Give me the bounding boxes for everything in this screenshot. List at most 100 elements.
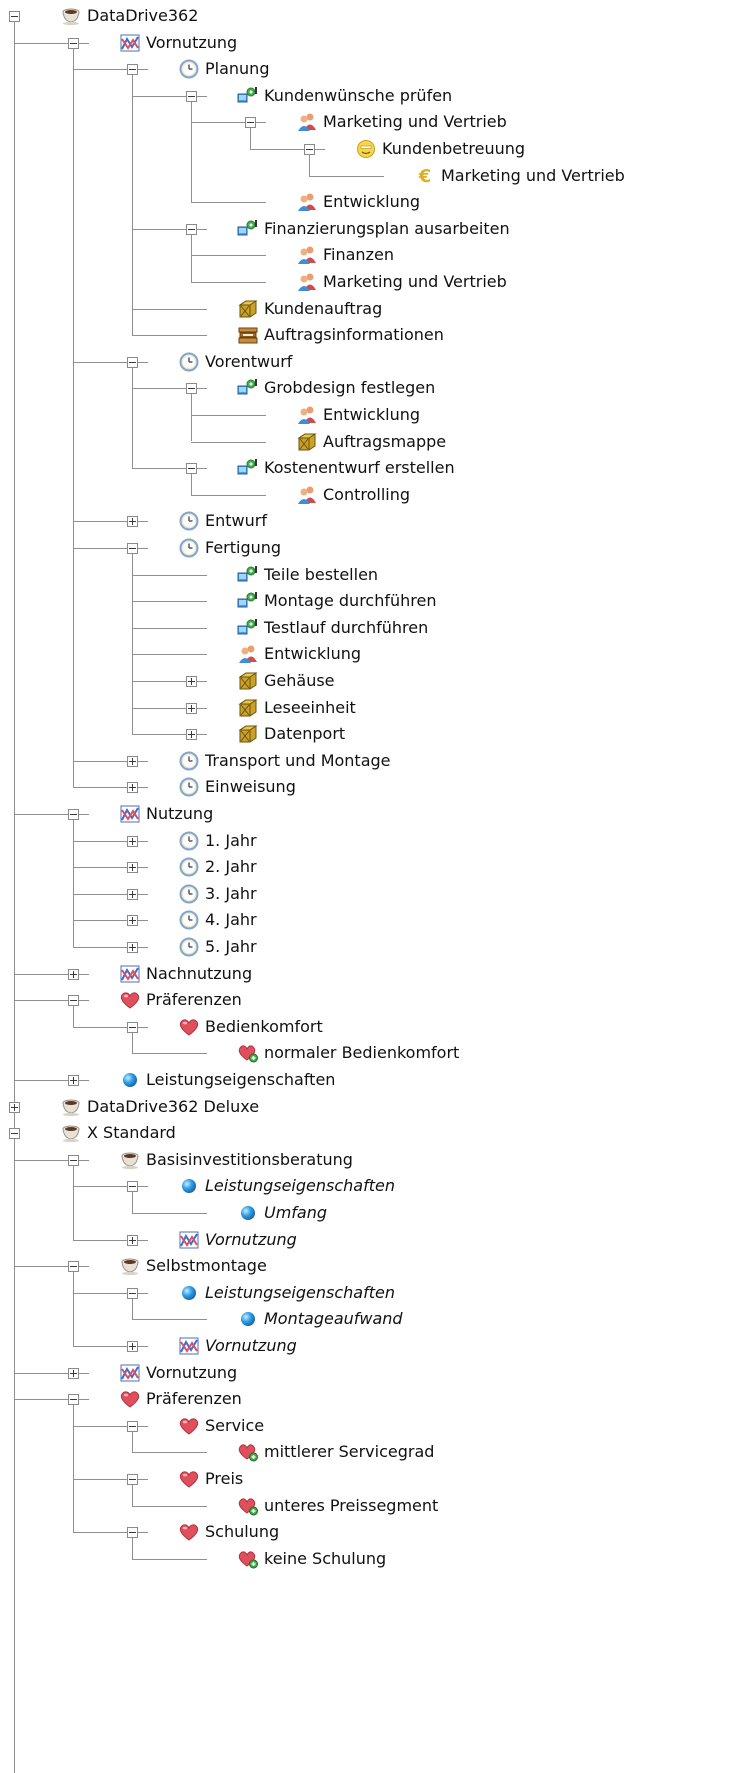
tree-node[interactable]: unteres Preissegment: [0, 1493, 731, 1519]
tree-node[interactable]: normaler Bedienkomfort: [0, 1040, 731, 1066]
tree-node[interactable]: Entwicklung: [0, 402, 731, 428]
expand-toggle[interactable]: [127, 782, 138, 794]
expand-toggle[interactable]: [186, 729, 197, 741]
collapse-toggle[interactable]: [68, 1394, 79, 1406]
tree-node[interactable]: 5. Jahr: [0, 934, 731, 960]
tree-node[interactable]: Planung: [0, 56, 731, 82]
collapse-toggle[interactable]: [127, 1021, 138, 1033]
tree-node[interactable]: Datenport: [0, 721, 731, 747]
tree-node[interactable]: Nutzung: [0, 801, 731, 827]
expand-toggle[interactable]: [127, 835, 138, 847]
tree-node[interactable]: Testlauf durchführen: [0, 615, 731, 641]
expand-toggle[interactable]: [9, 1101, 20, 1113]
tree-node[interactable]: Kundenbetreuung: [0, 136, 731, 162]
tree-node[interactable]: Kostenentwurf erstellen: [0, 455, 731, 481]
expand-toggle[interactable]: [186, 676, 197, 687]
tree-node[interactable]: Nachnutzung: [0, 961, 731, 987]
collapse-toggle[interactable]: [68, 995, 79, 1007]
expand-toggle[interactable]: [127, 755, 138, 767]
tree-node[interactable]: Controlling: [0, 482, 731, 508]
expand-toggle[interactable]: [127, 516, 138, 528]
tree-node[interactable]: Teile bestellen: [0, 562, 731, 588]
collapse-toggle[interactable]: [127, 356, 138, 368]
tree-node[interactable]: Schulung: [0, 1519, 731, 1545]
tree-node[interactable]: Grobdesign festlegen: [0, 375, 731, 401]
tree-node[interactable]: Marketing und Vertrieb: [0, 109, 731, 135]
expand-toggle[interactable]: [68, 1367, 79, 1379]
tree-node[interactable]: Auftragsmappe: [0, 429, 731, 455]
tree-node[interactable]: mittlerer Servicegrad: [0, 1439, 731, 1465]
tree-node[interactable]: 2. Jahr: [0, 854, 731, 880]
expand-toggle[interactable]: [68, 1075, 79, 1086]
tree-node[interactable]: Präferenzen: [0, 1386, 731, 1412]
collapse-toggle[interactable]: [68, 809, 79, 820]
expand-toggle[interactable]: [127, 942, 138, 953]
tree-node[interactable]: €Marketing und Vertrieb: [0, 163, 731, 189]
tree-node[interactable]: Bedienkomfort: [0, 1014, 731, 1040]
collapse-toggle[interactable]: [68, 1261, 79, 1273]
expand-toggle[interactable]: [127, 862, 138, 874]
tree-node[interactable]: Transport und Montage: [0, 748, 731, 774]
tree-node[interactable]: 3. Jahr: [0, 881, 731, 907]
tree-node[interactable]: Montageaufwand: [0, 1306, 731, 1332]
tree-node[interactable]: Montage durchführen: [0, 588, 731, 614]
expand-toggle[interactable]: [127, 1234, 138, 1246]
collapse-toggle[interactable]: [127, 64, 138, 76]
tree-node[interactable]: Finanzen: [0, 242, 731, 268]
tree-node[interactable]: Finanzierungsplan ausarbeiten: [0, 216, 731, 242]
expand-toggle[interactable]: [186, 702, 197, 714]
collapse-toggle[interactable]: [186, 90, 197, 102]
collapse-toggle[interactable]: [9, 1128, 20, 1140]
tree-node[interactable]: Marketing und Vertrieb: [0, 269, 731, 295]
tree-node[interactable]: Leseeinheit: [0, 695, 731, 721]
tree-node[interactable]: 1. Jahr: [0, 828, 731, 854]
collapse-toggle[interactable]: [127, 1420, 138, 1432]
tree-node[interactable]: Fertigung: [0, 535, 731, 561]
tree-node[interactable]: Vornutzung: [0, 1333, 731, 1359]
tree-node[interactable]: Präferenzen: [0, 987, 731, 1013]
collapse-toggle[interactable]: [68, 1154, 79, 1166]
tree-node[interactable]: Kundenwünsche prüfen: [0, 83, 731, 109]
tree-node[interactable]: Kundenauftrag: [0, 296, 731, 322]
collapse-toggle[interactable]: [127, 1287, 138, 1299]
tree-node[interactable]: 4. Jahr: [0, 907, 731, 933]
collapse-toggle[interactable]: [127, 1474, 138, 1485]
collapse-toggle[interactable]: [68, 37, 79, 49]
collapse-toggle[interactable]: [9, 11, 20, 22]
collapse-toggle[interactable]: [127, 1181, 138, 1193]
collapse-toggle[interactable]: [304, 144, 315, 155]
collapse-toggle[interactable]: [127, 1527, 138, 1539]
tree-node[interactable]: DataDrive362 Deluxe: [0, 1094, 731, 1120]
tree-node[interactable]: Service: [0, 1413, 731, 1439]
tree-node[interactable]: Entwicklung: [0, 641, 731, 667]
heart-icon: [119, 990, 141, 1010]
tree-node[interactable]: Auftragsinformationen: [0, 322, 731, 348]
expand-toggle[interactable]: [127, 888, 138, 900]
collapse-toggle[interactable]: [186, 383, 197, 395]
tree-node[interactable]: Entwicklung: [0, 189, 731, 215]
collapse-toggle[interactable]: [186, 463, 197, 475]
tree-node[interactable]: Gehäuse: [0, 668, 731, 694]
tree-node[interactable]: Vornutzung: [0, 1227, 731, 1253]
expand-toggle[interactable]: [127, 915, 138, 927]
expand-toggle[interactable]: [68, 968, 79, 980]
collapse-toggle[interactable]: [127, 543, 138, 554]
collapse-toggle[interactable]: [245, 117, 256, 129]
tree-node[interactable]: Vorentwurf: [0, 349, 731, 375]
tree-node[interactable]: X Standard: [0, 1120, 731, 1146]
tree-node[interactable]: Einweisung: [0, 774, 731, 800]
tree-node[interactable]: DataDrive362: [0, 3, 731, 29]
tree-node[interactable]: Vornutzung: [0, 1360, 731, 1386]
tree-node[interactable]: keine Schulung: [0, 1546, 731, 1572]
tree-node[interactable]: Basisinvestitionsberatung: [0, 1147, 731, 1173]
tree-node[interactable]: Umfang: [0, 1200, 731, 1226]
tree-node[interactable]: Leistungseigenschaften: [0, 1173, 731, 1199]
tree-node[interactable]: Entwurf: [0, 508, 731, 534]
tree-node[interactable]: Preis: [0, 1466, 731, 1492]
tree-node[interactable]: Leistungseigenschaften: [0, 1280, 731, 1306]
tree-node[interactable]: Selbstmontage: [0, 1253, 731, 1279]
expand-toggle[interactable]: [127, 1341, 138, 1352]
collapse-toggle[interactable]: [186, 223, 197, 235]
tree-node[interactable]: Vornutzung: [0, 30, 731, 56]
tree-node[interactable]: Leistungseigenschaften: [0, 1067, 731, 1093]
